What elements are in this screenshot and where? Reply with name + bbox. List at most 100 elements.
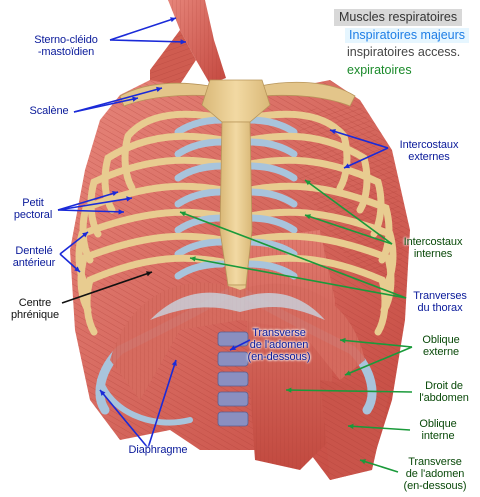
- leader-ic-ext-1: [329, 129, 389, 149]
- left-costal-cartilage: [174, 188, 226, 208]
- leader-transverse-thorax-1-arrowhead: [180, 211, 186, 217]
- label-transversus-abdominis-bottom-line1: Transverse: [408, 456, 462, 468]
- label-transversus-abdominis-center-line2: de l'adomen: [249, 339, 309, 351]
- leader-diaphragm-1: [99, 389, 149, 449]
- label-serratus-anterior-line1: Dentelé: [15, 245, 53, 257]
- left-costal-cartilage: [174, 238, 226, 258]
- leader-diaphragm-1-arrowhead: [100, 390, 106, 396]
- legend-item-major-inspiratory: Inspiratoires majeurs: [345, 28, 470, 43]
- label-scalene-line1: Scalène: [29, 105, 69, 117]
- leader-sterno-2-arrowhead: [180, 39, 186, 45]
- label-transversus-abdominis-center-line1: Transverse: [252, 327, 306, 339]
- label-central-tendon-line1: Centre: [18, 297, 52, 309]
- label-sternocleidomastoid-line2: -mastoïdien: [37, 46, 95, 58]
- label-external-oblique-line2: externe: [423, 346, 459, 358]
- right-rib: [246, 182, 393, 264]
- label-sternocleidomastoid: Sterno-cléido -mastoïdien: [20, 34, 112, 58]
- leader-ic-ext-2: [343, 147, 389, 169]
- vertebra: [217, 391, 249, 407]
- label-internal-intercostals-line2: internes: [413, 248, 453, 260]
- left-costal-cartilage: [174, 116, 226, 136]
- label-transversus-abdominis-bottom-line3: (en-dessous): [403, 480, 467, 492]
- leader-diaphragm-2-arrowhead: [171, 360, 177, 366]
- legend-item-expiratory: expiratoires: [347, 63, 412, 78]
- label-transversus-thoracis-line1: Tranverses: [413, 290, 467, 302]
- vertebra: [217, 411, 249, 427]
- label-external-intercostals: Intercostaux externes: [384, 139, 474, 163]
- legend-title: Muscles respiratoires: [334, 9, 463, 26]
- legend-item-accessory-inspiratory-label: inspiratoires access.: [347, 45, 461, 59]
- leader-pectoral-3-arrowhead: [118, 209, 124, 215]
- label-rectus-abdominis: Droit de l'abdomen: [412, 380, 476, 404]
- label-diaphragm-line1: Diaphragme: [128, 444, 188, 456]
- leader-ic-int-1: [304, 179, 393, 245]
- leader-dentele-2-arrowhead: [74, 266, 80, 272]
- rib-cage: [75, 110, 397, 426]
- diaphragm-muscle: [110, 282, 365, 400]
- legend-item-major-inspiratory-label: Inspiratoires majeurs: [349, 28, 466, 42]
- leader-pectoral-2-arrowhead: [126, 196, 132, 202]
- right-costal-cartilage: [246, 116, 298, 136]
- label-transversus-abdominis-center-line3: (en-dessous): [247, 351, 311, 363]
- label-pectoralis-minor: Petit pectoral: [8, 197, 58, 221]
- leader-transverse-bottom: [359, 459, 399, 473]
- right-rib: [246, 132, 371, 214]
- right-costal-cartilage: [246, 260, 298, 280]
- label-rectus-abdominis-line1: Droit de: [425, 380, 463, 392]
- leader-pectoral-1: [57, 191, 119, 211]
- label-transversus-abdominis-bottom: Transverse de l'adomen (en-dessous): [392, 456, 478, 492]
- left-costal-cartilage: [174, 260, 226, 280]
- right-costal-cartilage: [246, 188, 298, 208]
- label-central-tendon-line2: phrénique: [10, 309, 60, 321]
- leader-sterno-2: [109, 39, 187, 43]
- sternocleidomastoid-muscle: [168, 0, 226, 84]
- left-costal-cartilage: [174, 138, 226, 158]
- legend-item-expiratory-label: expiratoires: [347, 63, 412, 77]
- leader-droit: [285, 389, 413, 393]
- legend-item-accessory-inspiratory: inspiratoires access.: [347, 45, 460, 60]
- right-costal-cartilage: [246, 162, 298, 182]
- leader-dentele-1: [59, 231, 89, 255]
- leader-scalene-2: [73, 87, 163, 113]
- leader-ic-ext-1-arrowhead: [330, 129, 336, 135]
- leader-diaphragm-2: [147, 359, 177, 449]
- label-rectus-abdominis-line2: l'abdomen: [419, 392, 469, 404]
- label-external-oblique-line1: Oblique: [422, 334, 460, 346]
- leader-oblique-int-arrowhead: [348, 423, 354, 429]
- right-costal-cartilage: [246, 238, 298, 258]
- leader-sterno-1: [109, 17, 177, 41]
- right-rib: [246, 254, 389, 336]
- label-pectoralis-minor-line2: pectoral: [13, 209, 53, 221]
- label-transversus-abdominis-bottom-line2: de l'adomen: [405, 468, 465, 480]
- leader-oblique-ext-1-arrowhead: [340, 337, 346, 344]
- label-internal-oblique-line2: interne: [421, 430, 455, 442]
- leader-scalene-1-arrowhead: [132, 96, 138, 102]
- right-rib: [246, 156, 385, 238]
- leader-sterno-1-arrowhead: [170, 17, 176, 23]
- leader-lines: [57, 17, 413, 473]
- leader-ic-int-1-arrowhead: [305, 180, 311, 186]
- leader-dentele-1-arrowhead: [82, 232, 88, 238]
- vertebra: [217, 351, 249, 367]
- label-internal-intercostals-line1: Intercostaux: [403, 236, 463, 248]
- label-diaphragm: Diaphragme: [118, 444, 198, 456]
- label-internal-oblique-line1: Oblique: [419, 418, 457, 430]
- label-scalene: Scalène: [24, 105, 74, 117]
- label-external-intercostals-line2: externes: [408, 151, 450, 163]
- left-rib: [121, 110, 226, 192]
- left-rib: [79, 182, 226, 264]
- leader-transverse-abd-arrowhead: [230, 345, 236, 350]
- leader-oblique-ext-1: [339, 339, 413, 348]
- label-internal-oblique: Oblique interne: [410, 418, 466, 442]
- leader-transverse-thorax-1: [179, 211, 407, 299]
- internal-oblique: [320, 380, 390, 480]
- left-rib: [87, 156, 226, 238]
- right-costal-cartilage: [246, 214, 298, 234]
- leader-scalene-2-arrowhead: [156, 86, 162, 92]
- leader-centre: [61, 271, 153, 304]
- leader-pectoral-2: [57, 197, 133, 211]
- leader-centre-arrowhead: [146, 271, 152, 277]
- leader-ic-int-2: [304, 214, 393, 245]
